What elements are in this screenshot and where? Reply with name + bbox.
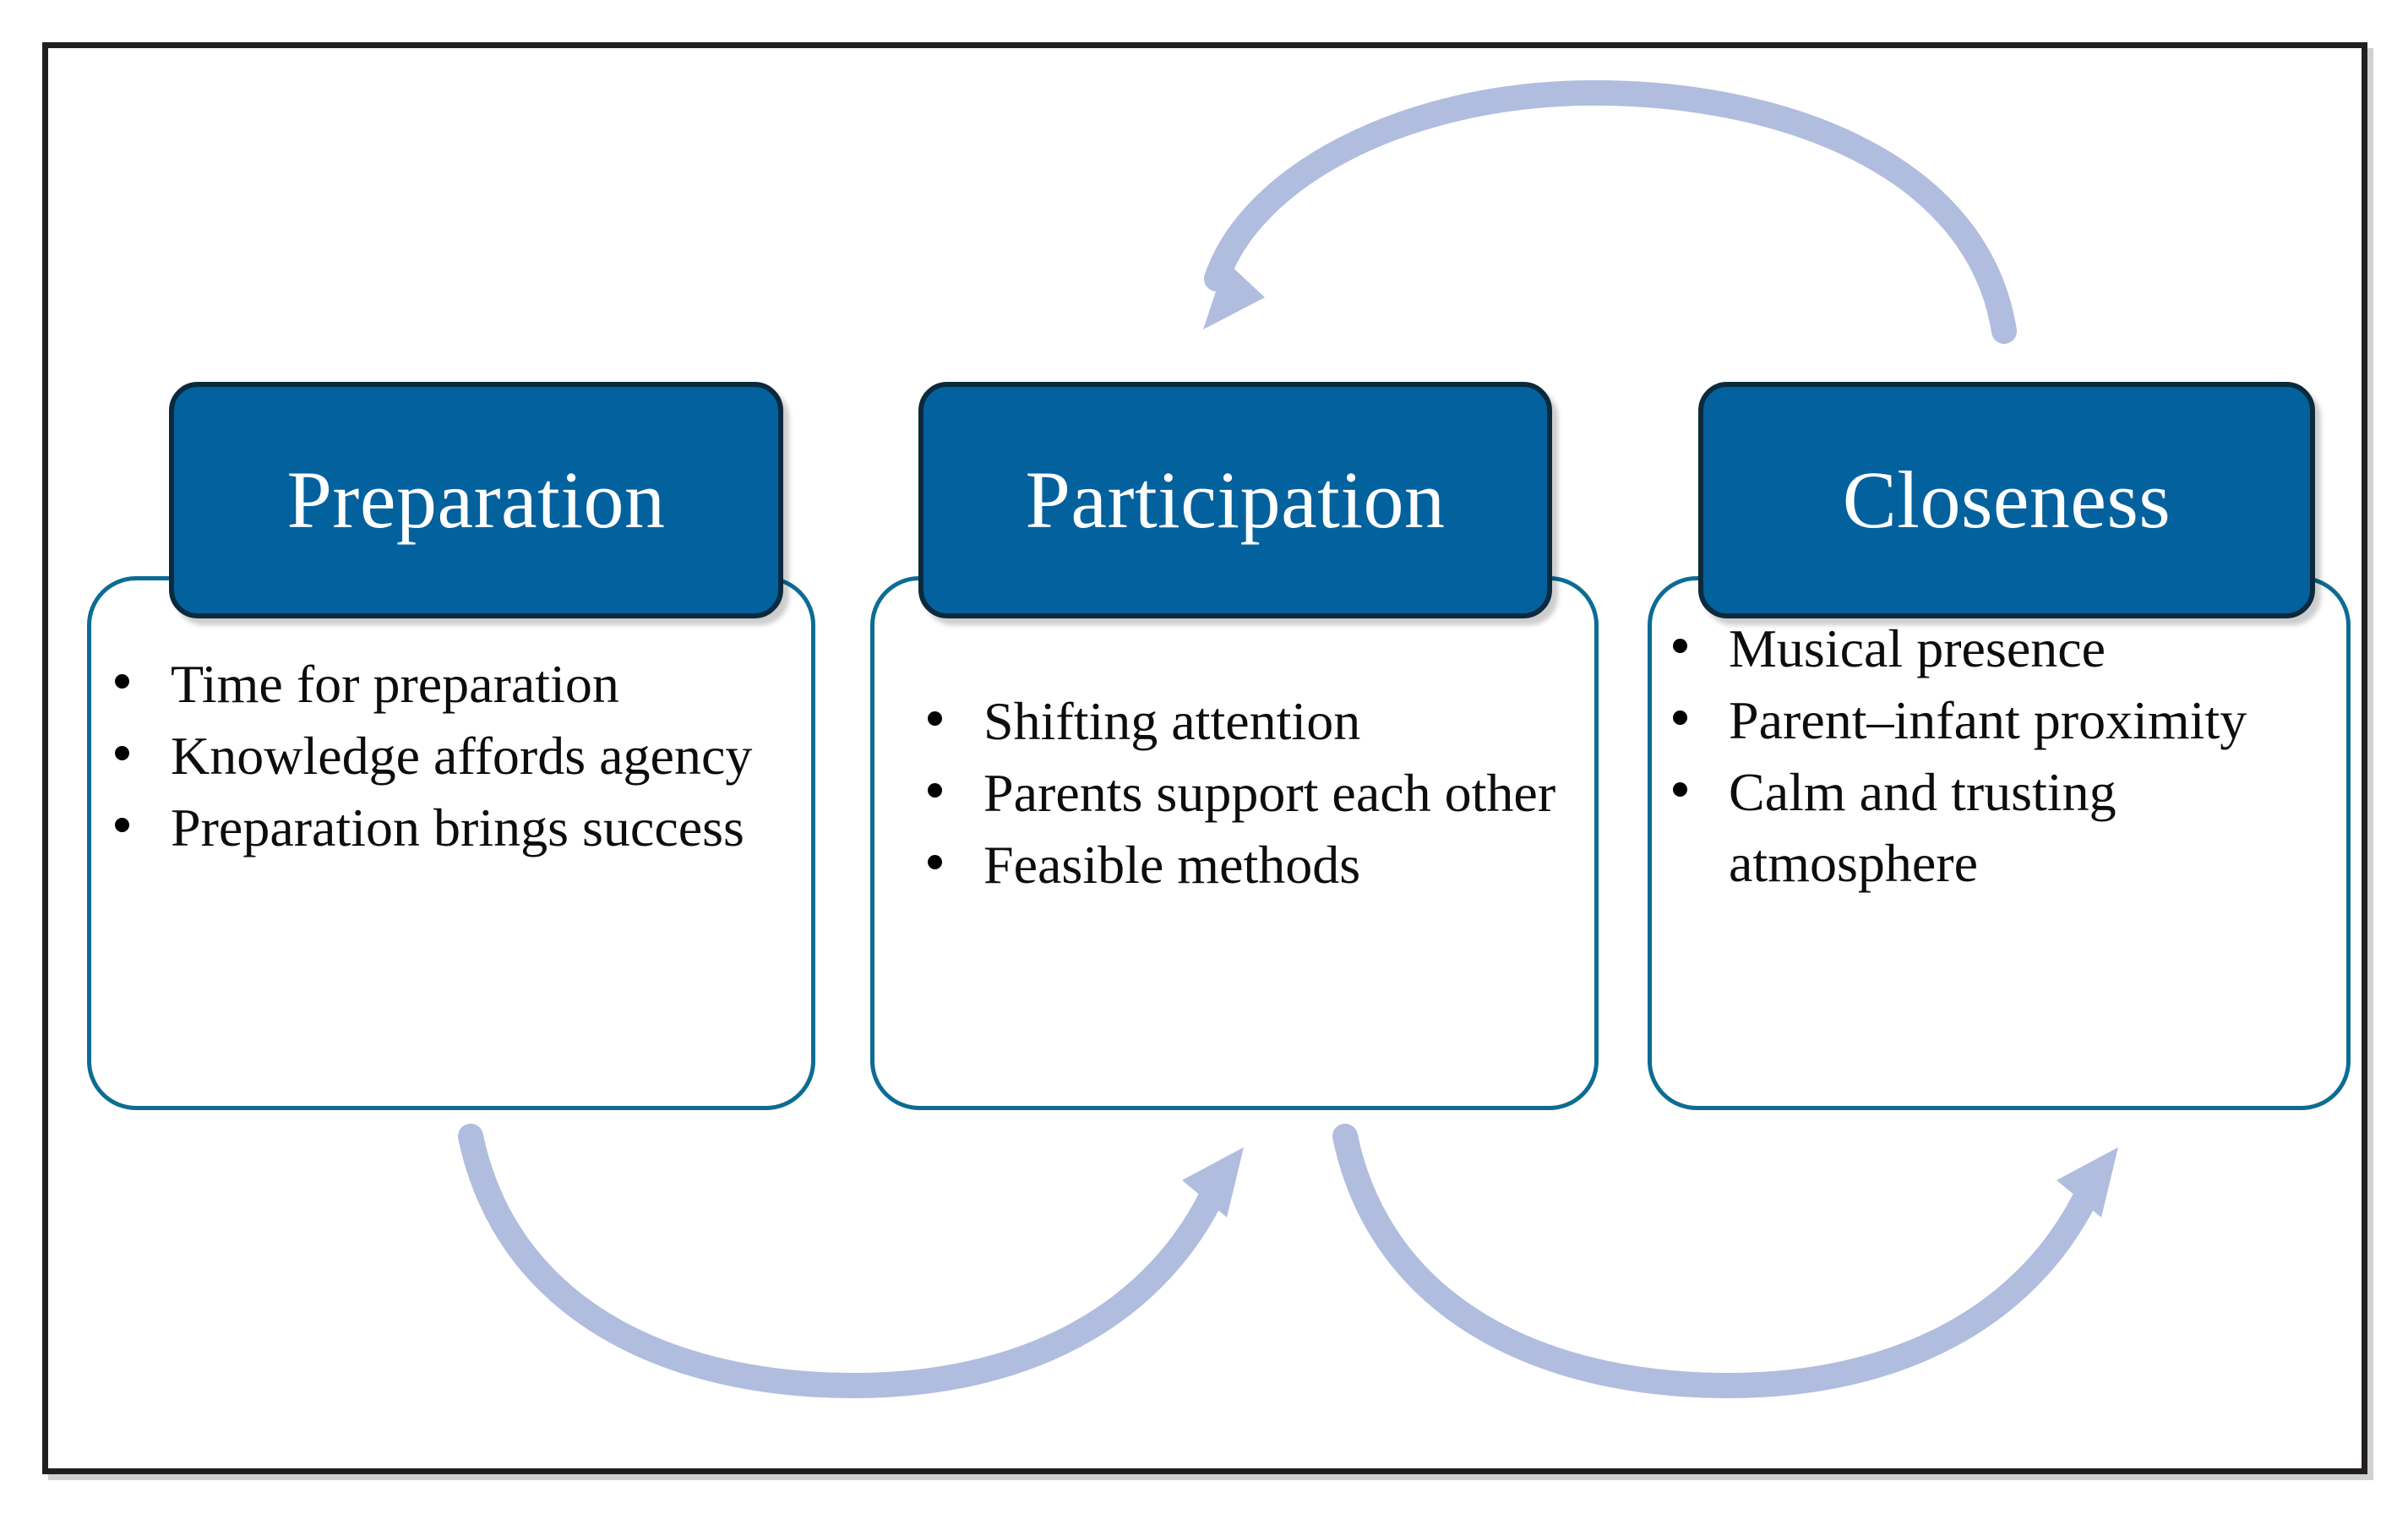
node-closeness-list: Musical presence Parent–infant proximity… (1658, 613, 2342, 900)
list-item: Calm and trusting atmosphere (1658, 757, 2342, 897)
bullet-icon (1673, 782, 1687, 798)
list-item: Parents support each other (913, 758, 1614, 828)
node-closeness-title: Closeness (1842, 455, 2171, 545)
list-item-label: Feasible methods (983, 835, 1361, 896)
list-item: Time for preparation (100, 649, 801, 719)
list-item-label: Parent–infant proximity (1729, 690, 2247, 751)
node-participation-header[interactable]: Participation (918, 382, 1552, 618)
list-item-label: Knowledge affords agency (171, 726, 753, 787)
list-item-label: Time for preparation (171, 654, 619, 714)
bullet-icon (1673, 639, 1687, 653)
node-preparation-header[interactable]: Preparation (169, 382, 783, 618)
list-item: Parent–infant proximity (1658, 685, 2342, 755)
bullet-icon (1673, 711, 1687, 726)
node-preparation-title: Preparation (286, 455, 666, 545)
node-participation-body (870, 576, 1599, 1110)
list-item: Knowledge affords agency (100, 721, 801, 791)
bullet-icon (928, 783, 942, 798)
list-item-label: Calm and trusting atmosphere (1729, 762, 2117, 893)
list-item-label: Parents support each other (983, 763, 1556, 824)
bullet-icon (115, 746, 129, 761)
list-item-label: Preparation brings success (171, 798, 744, 858)
node-participation-title: Participation (1025, 455, 1446, 545)
bullet-icon (115, 674, 129, 689)
bullet-icon (928, 855, 942, 870)
node-closeness-header[interactable]: Closeness (1698, 382, 2315, 618)
list-item: Shifting attention (913, 686, 1614, 756)
bullet-icon (928, 711, 942, 726)
list-item-label: Musical presence (1729, 618, 2106, 678)
node-preparation-body (87, 576, 815, 1110)
list-item: Musical presence (1658, 613, 2342, 683)
bullet-icon (115, 818, 129, 833)
list-item: Preparation brings success (100, 792, 801, 863)
node-closeness-body (1648, 576, 2351, 1110)
node-preparation-list: Time for preparation Knowledge affords a… (100, 649, 801, 865)
node-participation-list: Shifting attention Parents support each … (913, 686, 1614, 902)
list-item-label: Shifting attention (983, 691, 1361, 751)
list-item: Feasible methods (913, 830, 1614, 900)
